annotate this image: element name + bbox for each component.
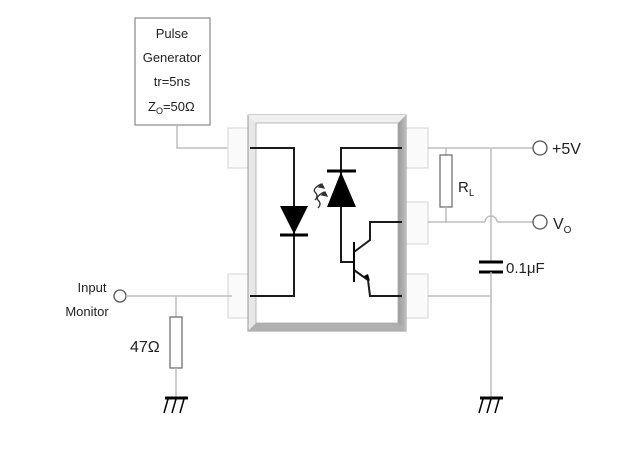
impedance-value: =50Ω: [163, 99, 195, 114]
photodiode-icon: [327, 169, 356, 207]
load-resistor-label: RL: [458, 179, 475, 199]
terminal-input-monitor: [113, 289, 127, 303]
supply-label: +5V: [552, 141, 581, 158]
impedance-symbol: Z: [148, 99, 156, 114]
output-label: VO: [553, 216, 572, 236]
light-emission-icon: [313, 182, 329, 209]
resistor-47: [169, 316, 183, 369]
terminal-output: [532, 214, 548, 230]
input-monitor-label-1: Input: [78, 280, 107, 295]
load-resistor: [439, 154, 453, 208]
pulse-generator: Pulse Generator tr=5ns ZO=50Ω: [134, 17, 211, 126]
impedance-subscript: O: [156, 106, 163, 116]
ground-icon-right: [478, 396, 503, 414]
capacitor-icon: [479, 260, 503, 274]
ground-icon-left: [163, 396, 188, 414]
pulse-generator-line-3: tr=5ns: [154, 74, 191, 89]
transistor-icon: [353, 221, 402, 297]
input-monitor-label-2: Monitor: [65, 304, 109, 319]
package-bevel-top: [248, 115, 406, 123]
pulse-generator-line-1: Pulse: [156, 26, 189, 41]
capacitor-label: 0.1μF: [506, 260, 545, 277]
terminal-supply: [532, 140, 548, 156]
pulse-generator-impedance: ZO=50Ω: [148, 99, 195, 116]
pulse-generator-box: [134, 17, 211, 126]
led-icon: [280, 206, 308, 237]
resistor-47-label: 47Ω: [130, 339, 160, 356]
package-bevel-bottom: [248, 323, 406, 331]
pulse-generator-line-2: Generator: [143, 50, 202, 65]
wire-pulse-to-pin1: [176, 125, 232, 149]
